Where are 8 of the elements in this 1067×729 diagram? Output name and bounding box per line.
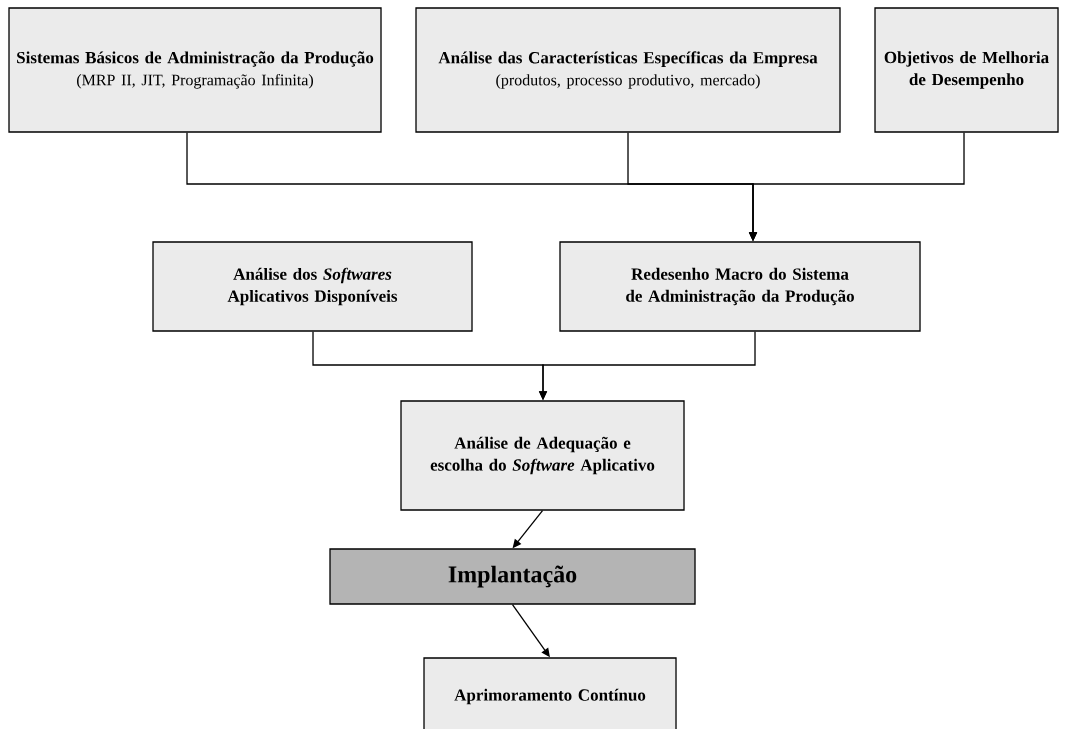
process-box: Sistemas Básicos de Administração da Produção (MRP II, JIT, Programação Infinita): [8, 7, 382, 133]
process-box: Objetivos de Melhoria de Desempenho: [874, 7, 1059, 133]
process-box: Implantação: [329, 548, 696, 605]
process-box: Análise de Adequação e escolha do Software Aplicativo: [400, 400, 685, 511]
process-box: Aprimoramento Contínuo: [423, 657, 677, 729]
process-box: Redesenho Macro do Sistema de Administração da Produção: [559, 241, 921, 332]
process-box: Análise dos Softwares Aplicativos Disponíveis: [152, 241, 473, 332]
process-box: Análise das Características Específicas da Empresa (produtos, processo produtivo, mercado): [415, 7, 841, 133]
